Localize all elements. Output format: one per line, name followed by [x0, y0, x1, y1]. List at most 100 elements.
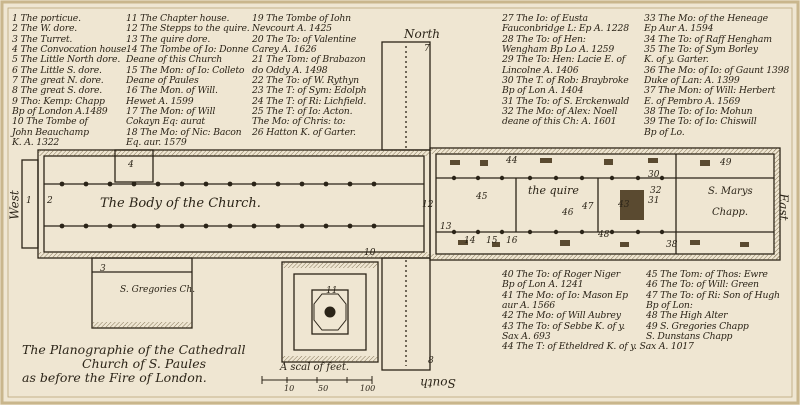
scale-tick-label: 10 — [284, 384, 295, 393]
legend-entry: 25 The T: of Io: Acton. — [252, 106, 353, 118]
legend-entry: 29 The To: Hen: Lacie E. of — [502, 54, 625, 66]
legend-entry: 1 The porticue. — [12, 13, 81, 24]
legend-entry: 47 The To: of Ri: Son of Hugh — [646, 289, 780, 301]
legend-entry: Bp of Lon A. 1241 — [502, 279, 584, 291]
nave-piers — [59, 181, 377, 229]
plan-number: 45 — [476, 192, 488, 202]
legend-column-2: 11 The Chapter house. 12 The Stepps to t… — [126, 13, 250, 149]
legend-entry: 18 The Mo: of Nic: Bacon — [126, 126, 242, 138]
legend-entry: 4 The Convocation house — [12, 44, 127, 56]
legend-entry: 24 The T: of Ri: Lichfield. — [252, 95, 367, 107]
legend-entry: do Oddy A. 1498 — [252, 64, 328, 76]
scale-tick-label: 50 — [318, 384, 329, 393]
quire-tombs — [450, 158, 749, 247]
legend-entry: Carey A. 1626 — [252, 44, 317, 56]
legend-entry: 30 The T. of Rob: Braybroke — [502, 75, 629, 87]
legend-entry: Lincolne A. 1406 — [502, 64, 579, 76]
plan-number: 12 — [422, 200, 434, 210]
legend-column-4: 27 The Io: of Eusta Fauconbridge L: Ep A… — [502, 13, 630, 128]
legend-entry: 3 The Turret. — [12, 33, 73, 45]
chapter-house — [311, 289, 349, 335]
legend-entry: 22 The To: of W. Rythyn — [252, 75, 359, 87]
title-line: The Planographie of the Cathedrall — [22, 342, 246, 357]
plan-number: 2 — [47, 196, 53, 206]
chapter-house-plan — [313, 293, 347, 331]
nave-label: The Body of the Church. — [100, 196, 261, 211]
legend-entry: 39 The To: of Io: Chiswill — [644, 116, 757, 128]
plan-number: 3 — [100, 264, 106, 274]
scale-label: A scal of feet. — [280, 362, 350, 373]
legend-entry: 31 The To: of S. Erckenwald — [502, 95, 630, 107]
legend-entry: 10 The Tombe of — [12, 116, 88, 128]
legend-column-6: 40 The To: of Roger Niger Bp of Lon A. 1… — [502, 269, 694, 353]
legend-entry: 23 The T: of Sym: Edolph — [252, 85, 367, 97]
legend-entry: E. of Pembro A. 1569 — [644, 95, 741, 107]
plan-number: 7 — [424, 44, 430, 54]
legend-entry: 48 The High Alter — [646, 310, 728, 322]
legend-entry: Bp of Lon A. 1404 — [502, 85, 584, 97]
legend-entry: Deane of Paules — [126, 75, 199, 87]
south-transept — [381, 257, 431, 371]
legend-entry: 12 The Stepps to the quire. — [126, 23, 250, 35]
legend-entry: 2 The W. dore. — [12, 23, 78, 35]
plan-number: 31 — [648, 196, 660, 206]
plan-number: 15 — [486, 236, 498, 246]
legend-entry: 19 The Tombe of Iohn — [252, 13, 351, 24]
gregory-chapel-label: S. Gregories Ch. — [120, 285, 196, 295]
plan-number: 10 — [364, 248, 376, 258]
legend-entry: 16 The Mon. of Will. — [126, 85, 218, 97]
legend-entry: 46 The To: of Will: Green — [646, 279, 759, 291]
compass-south: South — [420, 376, 456, 390]
legend-entry: 9 Tho: Kemp: Chapp — [12, 95, 105, 107]
plan-number: 16 — [506, 236, 518, 246]
legend-entry: Fauconbridge L: Ep A. 1228 — [502, 23, 629, 35]
legend-entry: deane of this Ch: A. 1601 — [502, 116, 617, 128]
legend-entry: 42 The Mo: of Will Aubrey — [502, 310, 621, 322]
legend-entry: 38 The To: of Io: Mohun — [644, 106, 753, 118]
legend-entry: Bp of London A.1489 — [12, 106, 108, 118]
legend-entry: Eq. aur. 1579 — [126, 137, 187, 149]
compass-north: North — [404, 27, 441, 41]
legend-entry: Duke of Lan: A. 1399 — [644, 75, 740, 87]
legend-entry: 32 The Mo: of Alex: Noell — [502, 106, 618, 118]
legend-entry: 33 The Mo: of the Heneage — [644, 13, 768, 24]
cloister-inner — [293, 273, 367, 351]
plan-number: 49 — [720, 158, 732, 168]
legend-entry: S. Dunstans Chapp — [646, 331, 733, 343]
wall-hatching — [38, 148, 780, 362]
legend-entry: Sax A. 693 — [502, 331, 551, 343]
legend-entry: 44 The T: of Etheldred K. of y. Sax A. 1… — [502, 341, 694, 353]
legend-entry: Cokayn Eq: aurat — [126, 116, 205, 128]
legend-entry: 7 The great N. dore. — [12, 75, 104, 87]
title-line: Church of S. Paules — [82, 356, 207, 371]
plan-number: 44 — [506, 156, 518, 166]
plan-number: 38 — [666, 240, 678, 250]
legend-entry: 36 The Mo: of Io: of Gaunt 1398 — [644, 64, 790, 76]
plan-number: 1 — [26, 196, 32, 206]
plan-number: 13 — [440, 222, 452, 232]
legend-entry: 37 The Mon: of Will: Herbert — [644, 85, 776, 97]
legend-entry: K. A. 1322 — [12, 137, 60, 149]
legend-entry: 21 The Tom: of Brabazon — [252, 54, 366, 66]
plan-number: 48 — [598, 230, 610, 240]
legend-entry: John Beauchamp — [12, 126, 89, 138]
legend-entry: 5 The Little North dore. — [12, 54, 121, 66]
legend-entry: The Mo: of Chris: to: — [252, 116, 346, 128]
legend-column-1: 1 The porticue. 2 The W. dore. 3 The Tur… — [12, 13, 127, 149]
legend-entry: 20 The To: of Valentine — [252, 33, 357, 45]
legend-entry: 15 The Mon: of Io: Colleto — [126, 64, 245, 76]
title-line: as before the Fire of London. — [22, 370, 207, 385]
legend-entry: Bp of Lon: — [646, 300, 693, 312]
plan-number: 32 — [650, 186, 662, 196]
compass-east: East — [776, 193, 791, 221]
plan-number: 4 — [128, 160, 134, 170]
legend-column-5: 33 The Mo: of the Heneage Ep Aur A. 1594… — [644, 13, 790, 138]
plan-number: 46 — [562, 208, 574, 218]
legend-entry: 27 The Io: of Eusta — [502, 13, 588, 24]
legend-entry: 14 The Tombe of Io: Donne — [126, 44, 249, 56]
legend-entry: 8 The great S. dore. — [12, 85, 103, 97]
marys-chapel-label: S. Marys — [708, 186, 753, 197]
legend-entry: 41 The Mo: of Io: Mason Ep — [502, 289, 628, 301]
